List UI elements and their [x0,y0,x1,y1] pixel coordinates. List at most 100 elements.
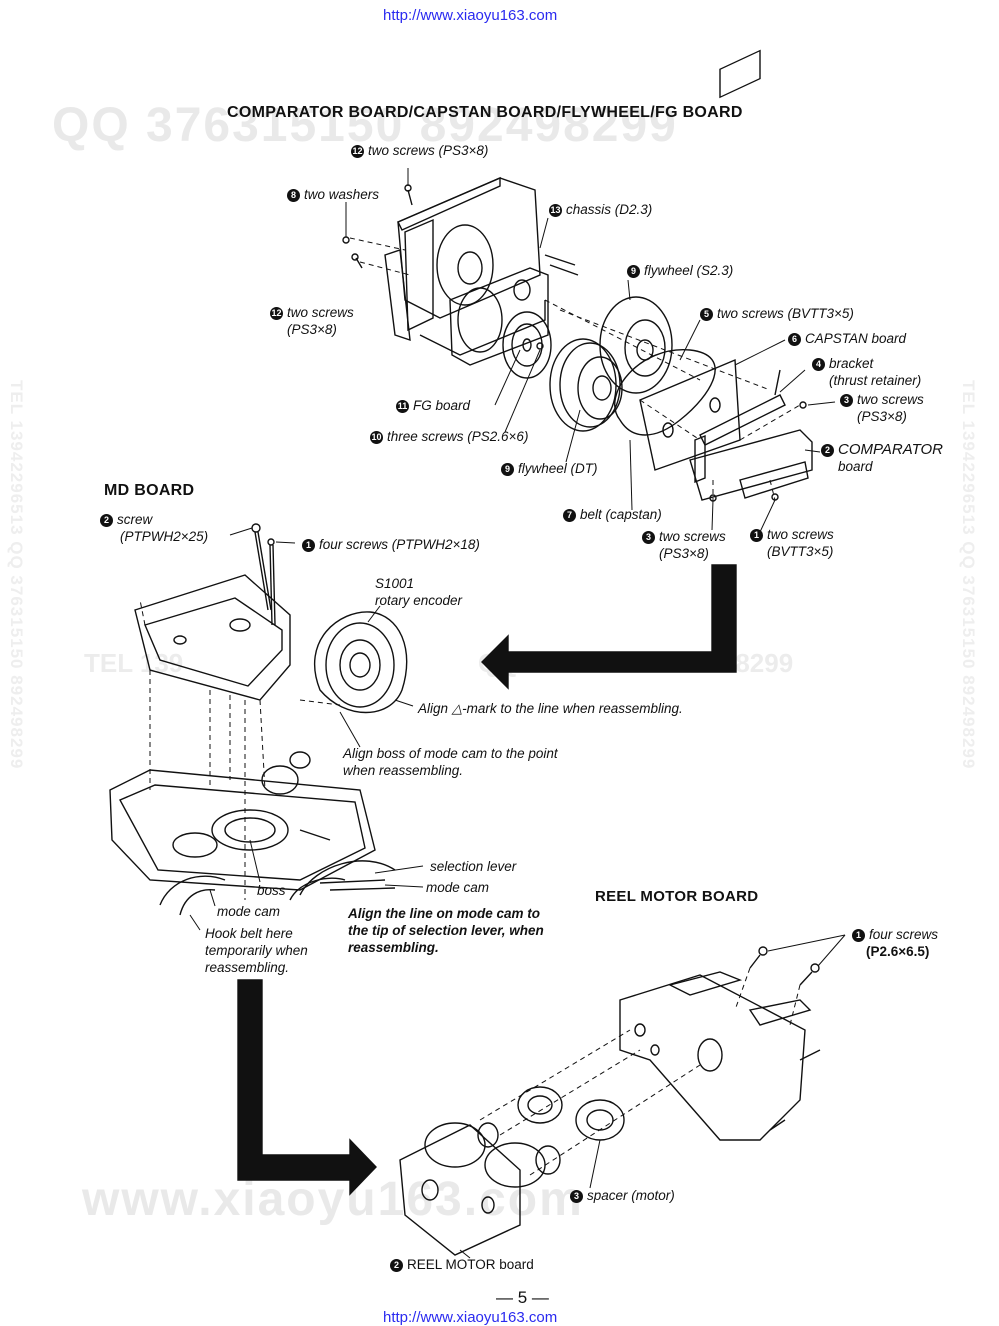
label-belt-capstan: 7 belt (capstan) [563,506,662,523]
label-flywheel-s23: 9 flywheel (S2.3) [627,262,733,279]
label-text: REEL MOTOR board [407,1257,534,1272]
label-two-screws-ps3x8-left: 12 two screws (PS3×8) [270,304,354,338]
callout-number: 2 [100,514,113,527]
label-text-2: when reassembling. [343,763,464,778]
watermark-tel-left: TEL 13942296513 QQ 376315150 892498299 [7,380,26,770]
label-text: two screws (BVTT3×5) [717,306,854,321]
label-align-triangle: Align △-mark to the line when reassembli… [418,700,683,717]
section2-title: MD BOARD [104,482,195,499]
label-text-2: (PS3×8) [857,409,907,424]
label-selection-lever: selection lever [430,858,516,875]
label-align-line: Align the line on mode cam to the tip of … [348,905,544,956]
label-text-2: (PS3×8) [287,322,337,337]
section3-leaders [459,934,846,1259]
label-text: S1001 [375,576,415,591]
label-text: chassis (D2.3) [566,202,653,217]
label-text-2: board [838,459,873,474]
label-text-2: (BVTT3×5) [767,544,834,559]
watermark-tel-right: TEL 13942296513 QQ 376315150 892498299 [959,380,978,770]
label-two-washers: 8 two washers [287,186,379,203]
label-text: two screws [659,529,726,544]
callout-number: 4 [812,358,825,371]
label-screw-ptpwh: 2 screw (PTPWH2×25) [100,511,208,545]
watermark-bottom: www.xiaoyu163.com [82,1173,584,1226]
label-text: two washers [304,187,380,202]
label-mode-cam-right: mode cam [426,879,489,896]
footer-url[interactable]: http://www.xiaoyu163.com [383,1309,558,1326]
label-text: CAPSTAN board [805,331,907,346]
label-two-screws-ps3x8-right: 3 two screws (PS3×8) [840,391,924,425]
arrow-to-reel-motor-board [237,979,377,1196]
reel-motor-drawing [399,946,821,1256]
callout-number: 3 [642,531,655,544]
label-align-boss: Align boss of mode cam to the point when … [343,745,558,779]
callout-number: 12 [270,307,283,320]
callout-number: 7 [563,509,576,522]
label-text: two screws [287,305,354,320]
label-text-2: rotary encoder [375,593,463,608]
section3-title: REEL MOTOR BOARD [595,888,759,905]
label-text: COMPARATOR [838,441,944,458]
callout-number: 1 [852,929,865,942]
label-text-3: reassembling. [348,940,439,955]
callout-number: 9 [501,463,514,476]
label-boss: boss [257,882,286,899]
label-text: belt (capstan) [580,507,662,522]
callout-number: 8 [287,189,300,202]
section2-leaders [189,527,424,931]
label-text: four screws [869,927,939,942]
callout-number: 2 [821,444,834,457]
callout-number: 1 [750,529,763,542]
capstan-mechanism-drawing [342,49,813,502]
watermark-qq-top: QQ 376315150 892498299 [52,99,678,152]
label-text: mode cam [217,904,281,919]
callout-number: 11 [396,400,409,413]
callout-number: 3 [840,394,853,407]
label-text-2: (thrust retainer) [829,373,922,388]
label-text-2: (P2.6×6.5) [866,944,930,959]
label-text: Hook belt here [205,926,293,941]
callout-number: 12 [351,145,364,158]
label-text: two screws (PS3×8) [368,143,489,158]
label-capstan-board: 6 CAPSTAN board [788,330,906,347]
label-text: screw [117,512,153,527]
arrow-to-md-board [481,564,737,690]
callout-number: 3 [570,1190,583,1203]
label-text: Align boss of mode cam to the point [343,746,558,761]
page-number: — 5 — [496,1288,549,1307]
label-text-2: (PTPWH2×25) [120,529,209,544]
label-two-screws-ps3x8-top: 12 two screws (PS3×8) [351,142,488,159]
label-text: selection lever [430,859,517,874]
callout-number: 13 [549,204,562,217]
label-text: flywheel (S2.3) [644,263,734,278]
label-text: Align △-mark to the line when reassembli… [418,701,683,716]
label-text: Align the line on mode cam to [348,906,541,921]
label-mode-cam-left: mode cam [217,903,280,920]
label-text: two screws [857,392,924,407]
callout-number: 6 [788,333,801,346]
watermark-mid-left: TEL 139 [84,648,184,678]
callout-number: 9 [627,265,640,278]
header-url[interactable]: http://www.xiaoyu163.com [383,7,558,24]
label-chassis: 13 chassis (D2.3) [549,201,652,218]
label-text: FG board [413,398,471,413]
callout-number: 2 [390,1259,403,1272]
label-text-2: the tip of selection lever, when [348,923,544,938]
label-text: bracket [829,356,874,371]
callout-number: 5 [700,308,713,321]
label-text-2: temporarily when [205,943,308,958]
section1-title: COMPARATOR BOARD/CAPSTAN BOARD/FLYWHEEL/… [227,104,743,121]
section1-leaders [345,168,836,533]
label-bracket: 4 bracket (thrust retainer) [812,355,921,389]
callout-number: 1 [302,539,315,552]
label-fg-board: 11 FG board [396,397,470,414]
